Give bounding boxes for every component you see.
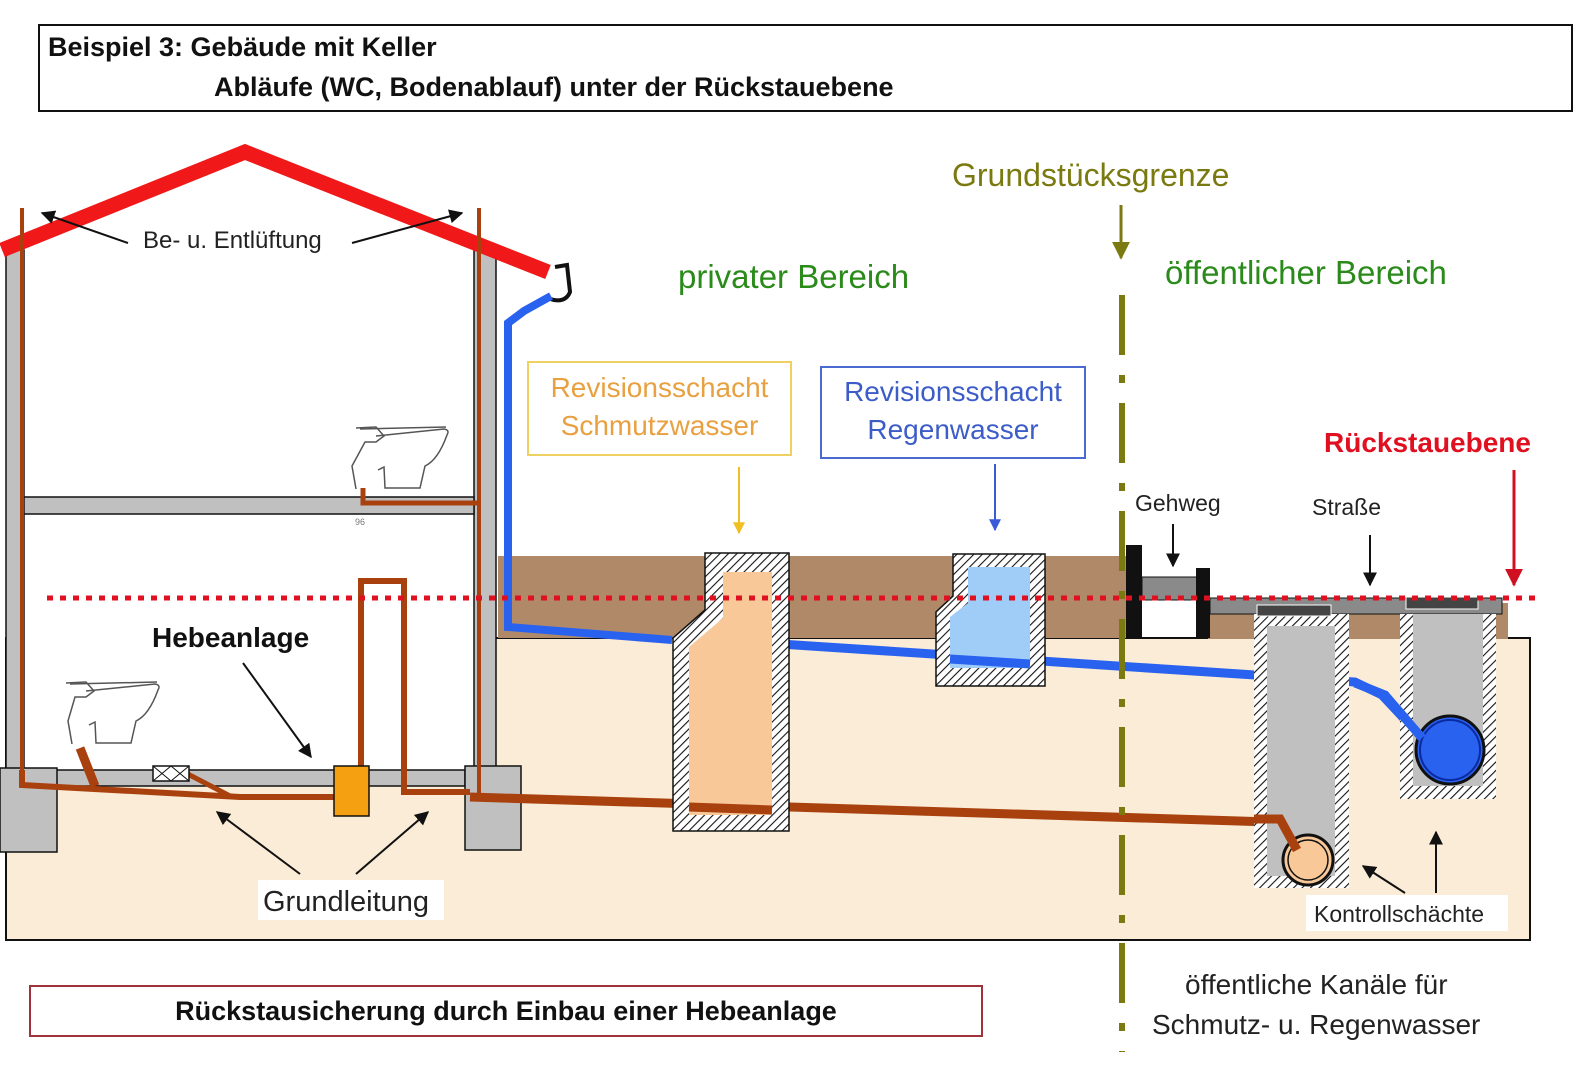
main-ground-pipe-overlay [688, 802, 773, 815]
title-box: Beispiel 3: Gebäude mit Keller Abläufe (… [38, 24, 1573, 112]
floor-drain-pipe [180, 768, 232, 799]
title-line-1: Beispiel 3: Gebäude mit Keller [48, 32, 437, 62]
inspection-shaft-rain-label-line1: Revisionsschacht [844, 376, 1062, 407]
lifting-station-label: Hebeanlage [152, 622, 309, 653]
inspection-shaft-rain-label: Revisionsschacht Regenwasser [820, 366, 1086, 459]
lifting-station-icon [333, 765, 370, 817]
lifting-station-arrow [242, 662, 312, 759]
ground-pipe-arrow-left [215, 811, 301, 875]
ventilation-label: Be- u. Entlüftung [143, 227, 322, 254]
backflow-level-label: Rückstauebene [1324, 427, 1531, 458]
toilet-icon-basement [65, 681, 160, 745]
ground-pipe-left [19, 770, 340, 800]
inspection-shaft-rain [935, 553, 1046, 687]
curb-left [1126, 545, 1142, 639]
floor-drain-icon [152, 765, 190, 782]
public-sewers-label-line2: Schmutz- u. Regenwasser [1152, 1009, 1480, 1040]
inspection-shaft-waste [672, 552, 790, 832]
private-area-label: privater Bereich [678, 258, 909, 295]
vent-arrow-left [40, 210, 129, 244]
caption-box: Rückstausicherung durch Einbau einer Heb… [29, 985, 983, 1037]
control-shafts-label: Kontrollschächte [1314, 901, 1484, 927]
dimension-mark: 96 [355, 517, 365, 527]
vent-arrow-right [351, 209, 464, 244]
wc-drain-pipe [75, 746, 100, 788]
rain-sewer-pipe [1414, 714, 1486, 786]
inspection-shaft-waste-label-line2: Schmutzwasser [560, 410, 759, 441]
left-foundation [0, 767, 58, 853]
street-label: Straße [1312, 494, 1381, 520]
upper-wc-drain-pipe [360, 488, 477, 506]
sidewalk-label: Gehweg [1135, 490, 1221, 516]
ground-pipe-arrow-right [355, 811, 430, 875]
control-shaft-waste [1254, 604, 1349, 888]
control-shaft-rain [1400, 596, 1496, 799]
rain-downpipe [504, 292, 673, 644]
public-area-label: öffentlicher Bereich [1165, 254, 1447, 291]
basement-interior [24, 515, 474, 779]
inspection-shaft-waste-label: Revisionsschacht Schmutzwasser [527, 361, 792, 456]
rain-pipe-overlay [949, 654, 1031, 669]
ground-pipe-label: Grundleitung [263, 886, 429, 918]
curb-right [1196, 568, 1210, 638]
inspection-shaft-waste-label-line1: Revisionsschacht [550, 372, 769, 403]
caption-text: Rückstausicherung durch Einbau einer Heb… [175, 995, 837, 1026]
ground-pipe-into-shaft [1254, 814, 1301, 853]
title-line-2: Abläufe (WC, Bodenablauf) unter der Rück… [214, 72, 894, 102]
gutter-icon [546, 262, 573, 303]
roof [0, 143, 551, 279]
inspection-shaft-rain-label-line2: Regenwasser [867, 414, 1039, 445]
toilet-icon-upper [351, 426, 449, 490]
pressure-pipe-loop [358, 578, 470, 795]
right-foundation [464, 765, 522, 851]
property-boundary-label: Grundstücksgrenze [952, 157, 1229, 193]
rain-pipe-into-shaft [1353, 678, 1426, 741]
control-shaft-arrow-left [1361, 865, 1406, 894]
public-sewers-label-line1: öffentliche Kanäle für [1185, 969, 1448, 1000]
